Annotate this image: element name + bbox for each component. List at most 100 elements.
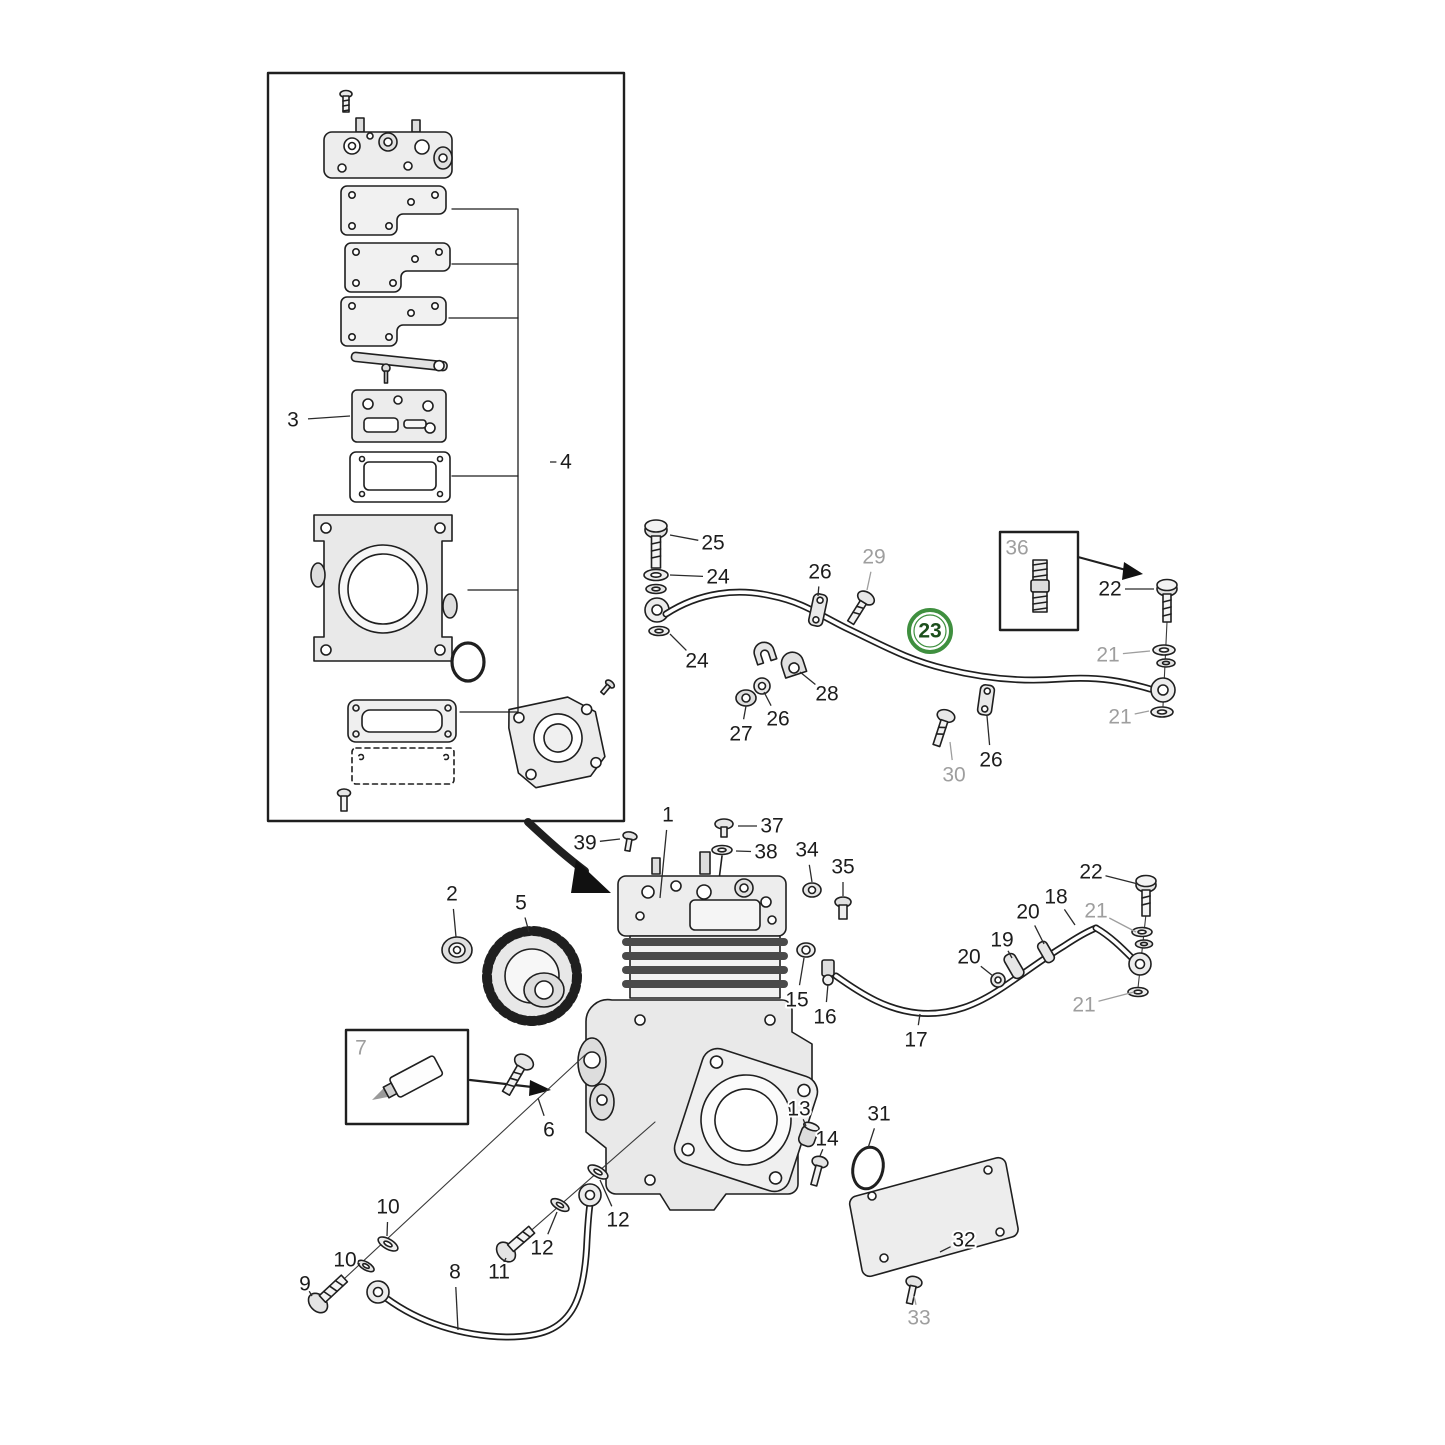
leader-line-3	[307, 415, 351, 420]
part-callout-34[interactable]: 34	[793, 837, 821, 864]
part-callout-21[interactable]: 21	[1082, 898, 1109, 925]
inset-head-gasket	[349, 451, 451, 503]
part-callout-8[interactable]: 8	[447, 1259, 463, 1286]
leader-line-26	[817, 586, 820, 597]
part-callout-5[interactable]: 5	[513, 890, 529, 917]
part-callout-2[interactable]: 2	[444, 881, 460, 908]
part-callout-26[interactable]: 26	[764, 706, 791, 733]
part-number-label: 22	[1098, 578, 1121, 601]
part-callout-25[interactable]: 25	[699, 530, 726, 557]
bolt-29	[846, 590, 876, 626]
washer-34	[802, 882, 822, 898]
part-callout-10[interactable]: 10	[331, 1247, 358, 1274]
washer-24-mid	[645, 583, 667, 595]
leader-line-22	[1105, 875, 1139, 885]
part-callout-20[interactable]: 20	[1014, 899, 1041, 926]
washer-21-c	[1150, 706, 1174, 718]
part-number-label: 30	[942, 764, 965, 787]
part-callout-14[interactable]: 14	[813, 1126, 841, 1153]
part-callout-27[interactable]: 27	[727, 721, 754, 748]
part-callout-28[interactable]: 28	[813, 681, 840, 708]
part-callout-20[interactable]: 20	[955, 944, 982, 971]
part-callout-33[interactable]: 33	[905, 1305, 932, 1332]
inset-o-ring	[450, 641, 486, 683]
part-callout-9[interactable]: 9	[297, 1271, 313, 1298]
part-callout-32[interactable]: 32	[950, 1227, 977, 1254]
leader-line-20	[980, 965, 994, 977]
leader-line-26	[986, 715, 991, 746]
part-callout-31[interactable]: 31	[865, 1101, 892, 1128]
leader-line-25	[669, 534, 699, 541]
part-callout-4[interactable]: 4	[558, 449, 574, 476]
inset-valve-plate	[351, 389, 447, 443]
part-callout-26[interactable]: 26	[977, 747, 1004, 774]
leader-line-30	[949, 741, 953, 761]
part-callout-12[interactable]: 12	[604, 1207, 631, 1234]
inset-cover-screw	[599, 679, 616, 696]
part-number-label: 28	[815, 683, 838, 706]
clamp-19	[1003, 952, 1025, 980]
leader-line-28	[799, 671, 816, 686]
cylinder-fins	[622, 935, 788, 999]
part-callout-29[interactable]: 29	[860, 544, 887, 571]
part-callout-6[interactable]: 6	[541, 1117, 557, 1144]
part-number-label: 21	[1072, 994, 1095, 1017]
part-number-label: 14	[815, 1128, 839, 1151]
part-callout-13[interactable]: 13	[785, 1096, 812, 1123]
part-number-label: 12	[530, 1237, 553, 1260]
fitting-16	[821, 959, 835, 986]
nut-27	[735, 689, 757, 707]
part-number-label: 22	[1079, 861, 1102, 884]
part-callout-36[interactable]: 36	[1003, 535, 1030, 562]
part-number-label: 10	[333, 1249, 356, 1272]
part-callout-11[interactable]: 11	[486, 1259, 512, 1286]
part-callout-12[interactable]: 12	[528, 1235, 555, 1262]
part-number-label: 21	[1096, 644, 1119, 667]
part-callout-37[interactable]: 37	[758, 813, 785, 840]
leader-line-10	[386, 1221, 389, 1237]
part-callout-30[interactable]: 30	[940, 762, 967, 789]
part-callout-15[interactable]: 15	[783, 987, 810, 1014]
part-callout-35[interactable]: 35	[829, 854, 856, 881]
part-callout-18[interactable]: 18	[1042, 884, 1069, 911]
part-callout-24[interactable]: 24	[704, 564, 732, 591]
drain-pipe-assembly	[307, 1054, 656, 1337]
banjo-fitting-pipe8-top	[578, 1183, 602, 1207]
part-number-label: 29	[862, 546, 885, 569]
leader-line-10	[353, 1261, 361, 1265]
part-callout-24[interactable]: 24	[683, 648, 711, 675]
part-callout-17[interactable]: 17	[902, 1027, 929, 1054]
part-callout-16[interactable]: 16	[811, 1004, 838, 1031]
compressor-head	[617, 851, 787, 937]
part-number-label: 34	[795, 839, 819, 862]
sealant-inset-box	[344, 1028, 551, 1126]
part-number-label: 12	[606, 1209, 629, 1232]
part-callout-21[interactable]: 21	[1094, 642, 1121, 669]
part-callout-39[interactable]: 39	[571, 830, 598, 857]
part-number-label: 27	[729, 723, 752, 746]
part-callout-10[interactable]: 10	[374, 1194, 401, 1221]
part-callout-22[interactable]: 22	[1077, 859, 1104, 886]
bolt-11	[495, 1225, 536, 1263]
part-callout-19[interactable]: 19	[988, 927, 1015, 954]
washer-10-a	[377, 1236, 399, 1252]
part-callout-38[interactable]: 38	[752, 839, 779, 866]
part-callout-22[interactable]: 22	[1096, 576, 1123, 603]
part-callout-21[interactable]: 21	[1106, 704, 1133, 731]
part-number-label: 39	[573, 832, 596, 855]
bolt-25	[644, 519, 668, 569]
washer-20-left	[990, 972, 1006, 988]
part-callout-3[interactable]: 3	[285, 407, 301, 434]
leader-line-15	[798, 957, 805, 986]
part-callout-23-highlighted[interactable]: 23	[907, 608, 953, 654]
part-number-label: 36	[1005, 537, 1028, 560]
part-callout-1[interactable]: 1	[660, 802, 676, 829]
part-number-label: 13	[787, 1098, 810, 1121]
leader-line-34	[808, 864, 813, 883]
leader-line-6	[537, 1097, 545, 1117]
part-callout-21[interactable]: 21	[1070, 992, 1097, 1019]
part-callout-7[interactable]: 7	[353, 1035, 369, 1062]
part-number-label: 6	[543, 1119, 555, 1142]
part-callout-26[interactable]: 26	[806, 559, 833, 586]
